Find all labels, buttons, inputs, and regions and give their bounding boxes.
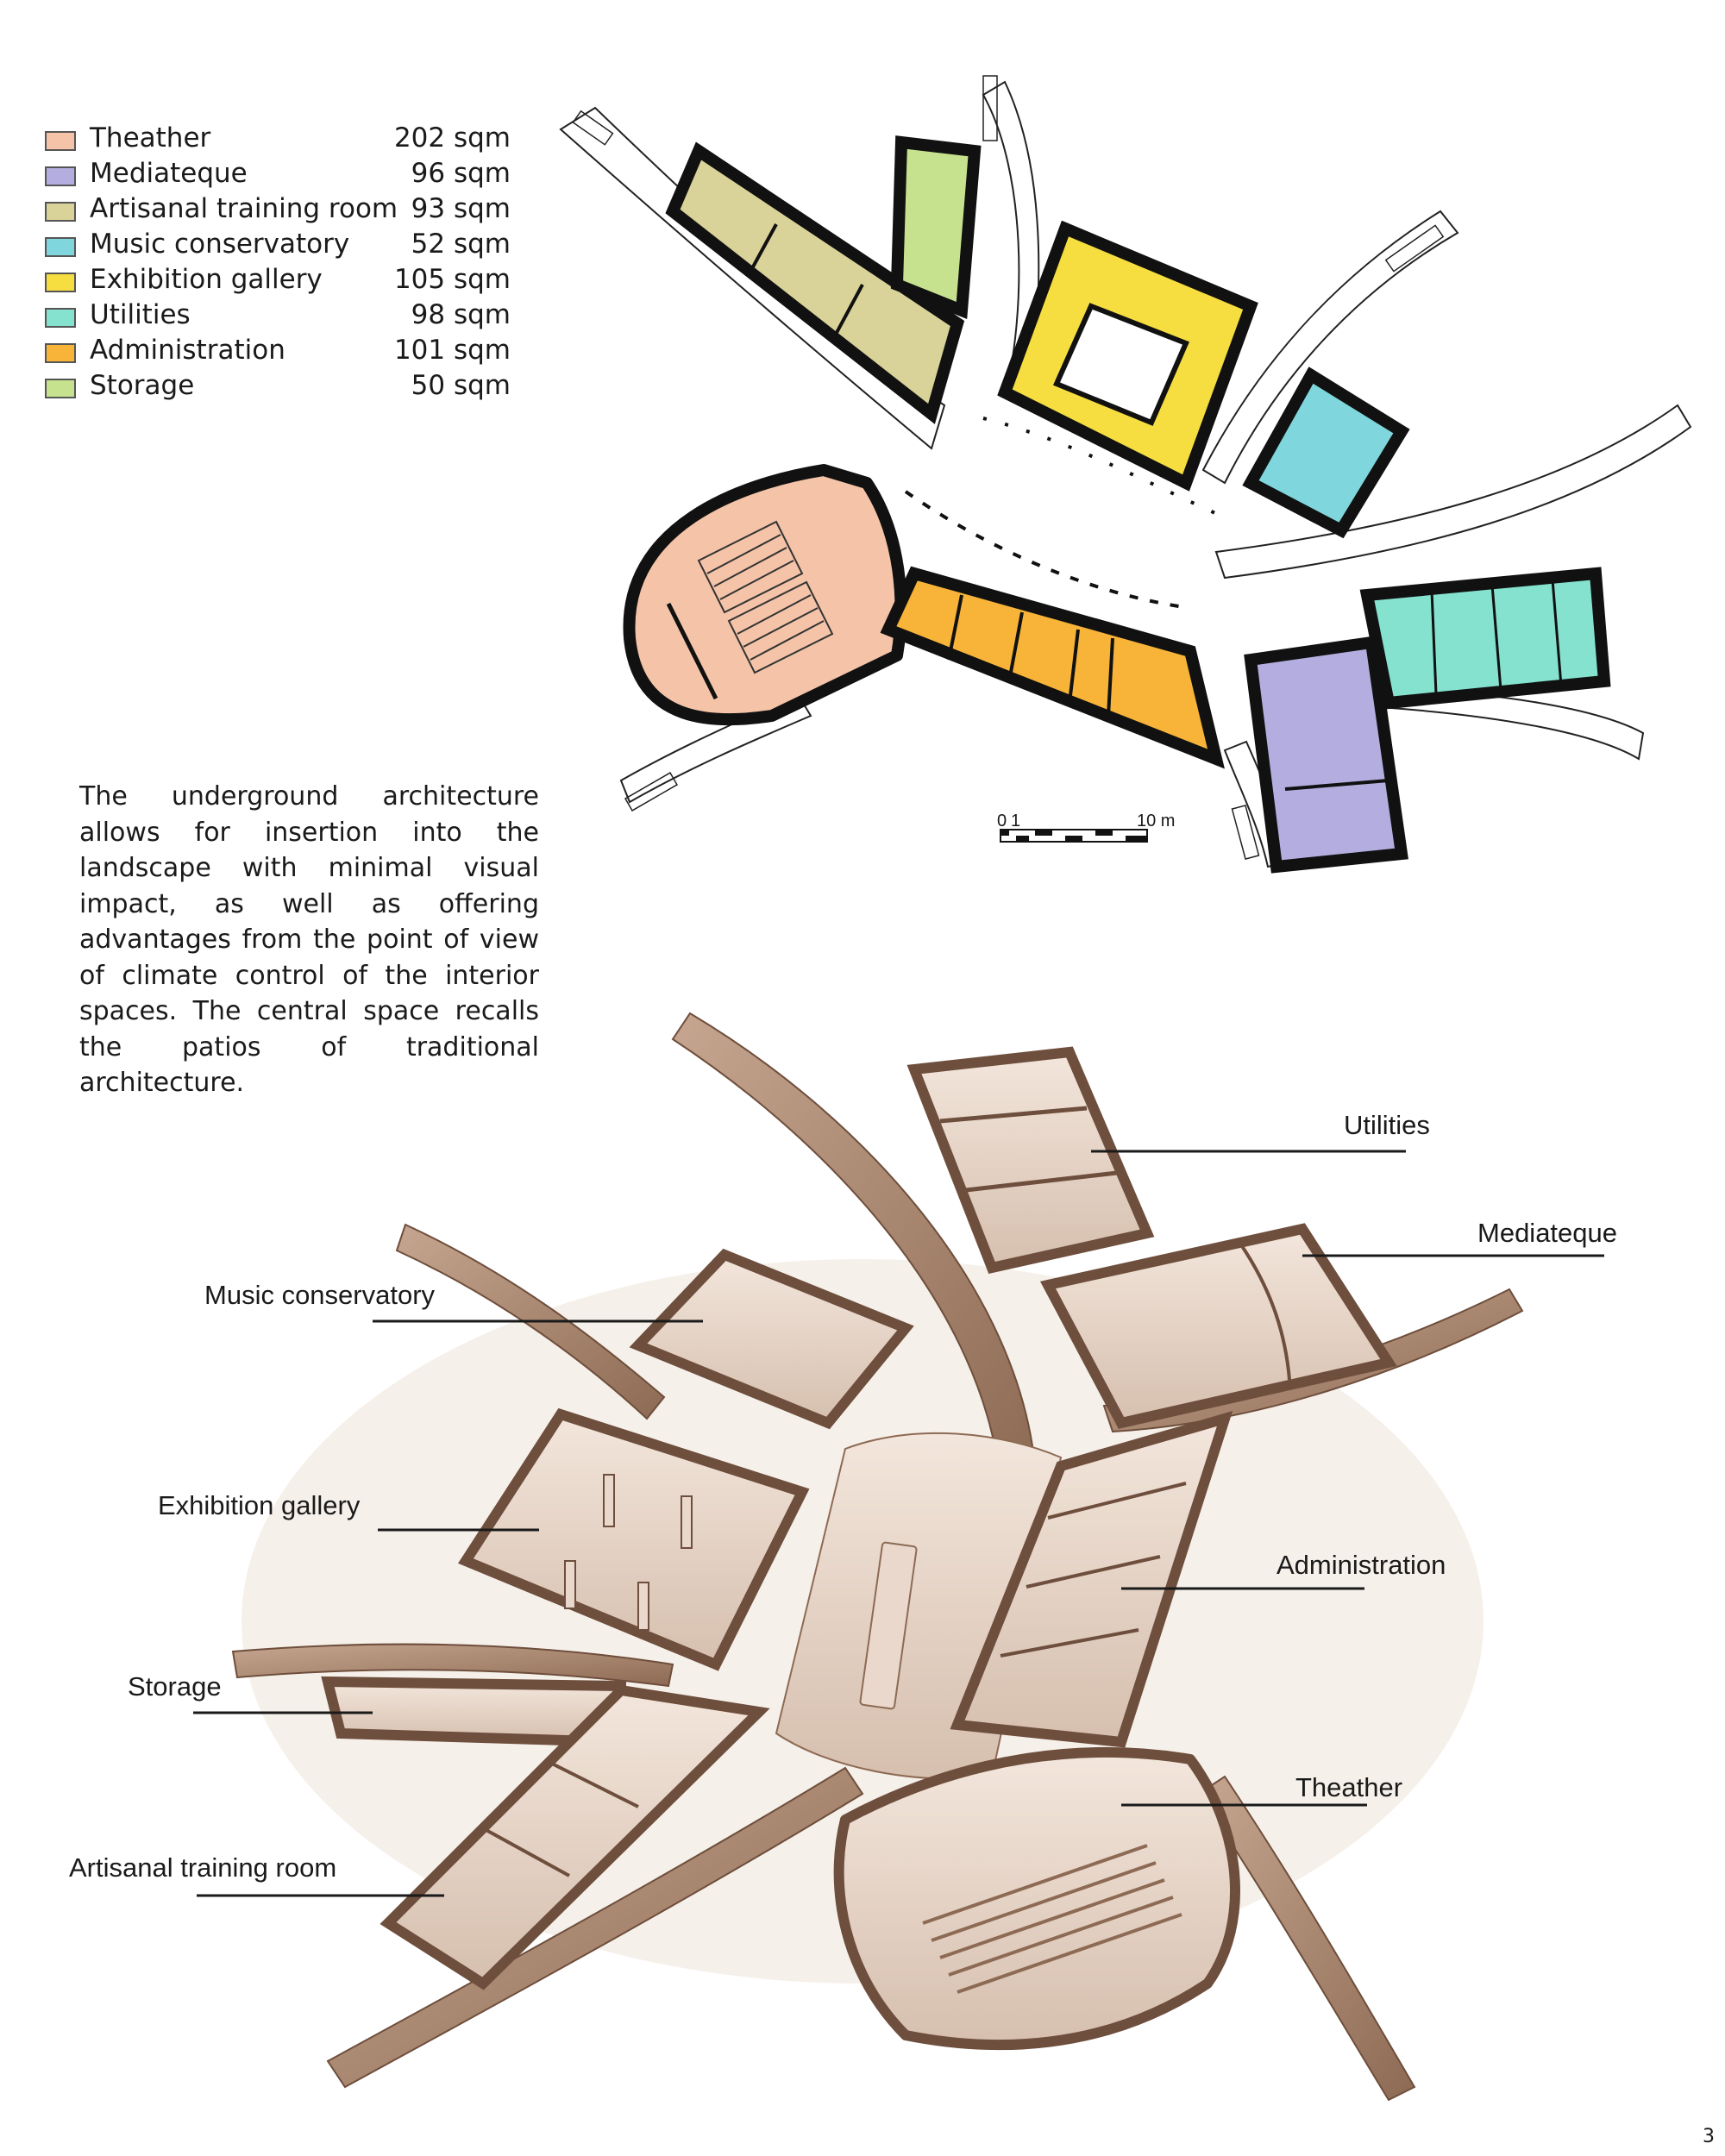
axonometric-view: Utilities Mediateque Music conservatory … (69, 1012, 1617, 2102)
room-mediateque (1244, 636, 1408, 874)
legend-item-music: Music conservatory 52 sqm (45, 227, 511, 262)
room-administration (880, 566, 1225, 769)
axo-mediateque (1039, 1223, 1397, 1429)
floor-plan: 0 1 10 m (559, 75, 1692, 874)
theather-seating (697, 520, 834, 674)
legend-swatch (45, 237, 76, 257)
axo-corridor-storage (231, 1643, 674, 1688)
callout-label-administration: Administration (1276, 1550, 1446, 1580)
legend: Theather 202 sqm Mediateque 96 sqm Artis… (45, 121, 511, 404)
callout-label-artisanal: Artisanal training room (69, 1852, 336, 1883)
callout-music-conservatory: Music conservatory (204, 1280, 703, 1323)
legend-item-administration: Administration 101 sqm (45, 333, 511, 368)
legend-item-artisanal: Artisanal training room 93 sqm (45, 191, 511, 227)
callout-utilities: Utilities (1091, 1110, 1430, 1153)
legend-label: Artisanal training room (90, 193, 398, 224)
legend-swatch (45, 343, 76, 363)
room-utilities (1359, 567, 1611, 710)
axo-theather-seating (922, 1844, 1182, 1994)
mediateque-partition (1284, 779, 1389, 791)
room-storage (890, 135, 982, 320)
scale-label-one: 1 (1011, 812, 1020, 830)
axo-administration-walls (1000, 1482, 1187, 1658)
callout-storage: Storage (128, 1671, 373, 1714)
legend-area: 98 sqm (411, 299, 511, 330)
legend-label: Mediateque (90, 158, 248, 189)
room-artisanal-training (665, 141, 965, 424)
axo-mediateque-partition (1240, 1244, 1291, 1381)
callout-theather: Theather (1121, 1772, 1402, 1807)
legend-area: 101 sqm (393, 335, 511, 366)
axo-music-conservatory (629, 1248, 914, 1430)
theather-stage-wall (666, 602, 718, 700)
scale-label-start: 0 (997, 812, 1007, 830)
central-colonnade-lower (904, 490, 1191, 610)
legend-label: Storage (90, 370, 195, 401)
legend-item-storage: Storage 50 sqm (45, 368, 511, 404)
callout-label-theather: Theather (1295, 1772, 1402, 1802)
legend-label: Music conservatory (90, 229, 350, 260)
callout-label-mediateque: Mediateque (1477, 1218, 1617, 1248)
callout-label-exhibition-gallery: Exhibition gallery (158, 1490, 361, 1520)
scale-bar: 0 1 10 m (997, 812, 1175, 843)
legend-label: Theather (90, 122, 211, 154)
legend-item-mediateque: Mediateque 96 sqm (45, 156, 511, 191)
room-partition (749, 223, 778, 273)
axo-administration (950, 1411, 1233, 1748)
stair-hatch (1231, 805, 1260, 860)
callout-label-storage: Storage (128, 1671, 222, 1702)
scale-label-end: 10 m (1137, 812, 1175, 830)
callout-label-music-conservatory: Music conservatory (204, 1280, 436, 1310)
callout-mediateque: Mediateque (1302, 1218, 1617, 1257)
utilities-partitions (1430, 579, 1563, 695)
room-theather (623, 464, 907, 726)
axo-utilities-wall (939, 1106, 1088, 1124)
callout-artisanal: Artisanal training room (69, 1852, 444, 1897)
corridor-upper-right (1201, 210, 1459, 485)
page-number: 3 (1703, 2126, 1715, 2147)
room-music-conservatory (1242, 367, 1410, 539)
axo-utilities (906, 1046, 1155, 1274)
description-text: The underground architecture allows for … (79, 781, 539, 1098)
axo-exhibition-pillars (564, 1474, 693, 1631)
legend-swatch (45, 202, 76, 222)
stair-hatch (572, 110, 614, 146)
axo-theather (833, 1747, 1240, 2051)
axo-utilities-wall (965, 1170, 1118, 1193)
legend-area: 93 sqm (411, 193, 511, 224)
stair-hatch (624, 772, 679, 812)
exhibition-courtyard (1053, 303, 1189, 426)
legend-area: 105 sqm (393, 264, 511, 295)
legend-swatch (45, 379, 76, 398)
legend-item-theather: Theather 202 sqm (45, 121, 511, 156)
callout-administration: Administration (1121, 1550, 1446, 1590)
legend-label: Utilities (90, 299, 191, 330)
admin-partitions (947, 594, 1114, 717)
axo-patio-pool (859, 1541, 918, 1710)
axo-artisanal-walls (482, 1762, 639, 1877)
legend-area: 202 sqm (393, 122, 511, 154)
legend-item-utilities: Utilities 98 sqm (45, 298, 511, 333)
room-partition (831, 284, 864, 342)
legend-item-exhibition: Exhibition gallery 105 sqm (45, 262, 511, 298)
stair-hatch (1384, 224, 1445, 273)
legend-area: 96 sqm (411, 158, 511, 189)
axo-artisanal-training (380, 1684, 770, 1990)
stair-hatch (982, 75, 998, 141)
legend-swatch (45, 308, 76, 328)
legend-area: 52 sqm (411, 229, 511, 260)
legend-swatch (45, 166, 76, 186)
callout-label-utilities: Utilities (1344, 1110, 1430, 1140)
legend-swatch (45, 273, 76, 292)
legend-area: 50 sqm (411, 370, 511, 401)
axo-exhibition-gallery (458, 1407, 810, 1671)
corridor-right (1214, 404, 1692, 580)
legend-swatch (45, 131, 76, 151)
legend-label: Exhibition gallery (90, 264, 323, 295)
axo-corridor-bottom-right (1197, 1775, 1416, 2102)
legend-label: Administration (90, 335, 285, 366)
callout-exhibition-gallery: Exhibition gallery (158, 1490, 539, 1532)
